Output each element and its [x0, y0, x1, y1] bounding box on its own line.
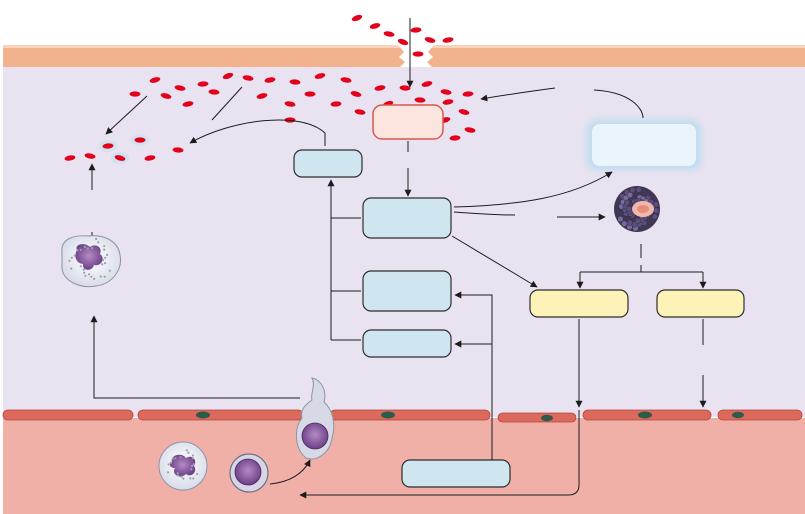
- bacteria-icon: [144, 155, 156, 161]
- box-blood-flow: [401, 459, 511, 488]
- bacteria-icon: [442, 37, 454, 43]
- box-systemic-effect: [587, 120, 701, 170]
- bacteria-icon: [284, 101, 296, 107]
- neutrophil-icon: [158, 441, 208, 491]
- bacteria-icon: [134, 137, 146, 143]
- bacteria-icon: [442, 99, 454, 105]
- bacteria-icon: [464, 127, 476, 133]
- bacteria-icon: [449, 135, 461, 141]
- mast-cell-icon: [614, 186, 660, 232]
- bacteria-icon: [208, 89, 220, 95]
- box-mediator-release: [362, 197, 452, 239]
- bacteria-icon: [412, 51, 424, 57]
- box-permeability: [656, 289, 745, 318]
- bacteria-icon: [264, 77, 276, 83]
- bacteria-icon: [314, 73, 326, 79]
- bacteria-icon: [351, 14, 363, 22]
- bacteria-icon: [414, 97, 426, 103]
- endothelial-cell-icon: [717, 409, 803, 421]
- bacteria-icon: [64, 155, 76, 161]
- box-complement: [293, 149, 363, 178]
- bacteria-icon: [242, 75, 254, 81]
- bacteria-icon: [340, 77, 352, 83]
- bacteria-icon: [383, 31, 395, 37]
- bacteria-icon: [129, 91, 141, 97]
- bacteria-icon: [330, 101, 342, 107]
- endothelial-cell-icon: [497, 412, 577, 423]
- macrophage-icon: [296, 377, 335, 460]
- arrow-blood-flow-to-chemotaxis: [454, 291, 493, 460]
- arrow-systemic-return: [593, 89, 644, 119]
- bacteria-icon: [289, 79, 301, 85]
- endothelial-cell-icon: [2, 409, 134, 421]
- neutrophil-icon: [61, 235, 121, 288]
- arrow-bacteria-to-cluster: [105, 95, 148, 135]
- bacteria-icon: [102, 143, 114, 149]
- bacteria-icon: [84, 153, 96, 159]
- bacteria-icon: [354, 109, 366, 115]
- bacteria-icon: [369, 23, 381, 29]
- bacteria-icon: [462, 91, 474, 97]
- arrow-to-systemic: [453, 171, 613, 208]
- bacteria-icon: [374, 85, 386, 91]
- box-pathogen-recognition: [372, 104, 444, 140]
- bacteria-icon: [114, 155, 126, 161]
- endothelium-layer: [2, 409, 803, 423]
- bacteria-icon: [421, 81, 433, 87]
- bacteria-icon: [304, 91, 316, 97]
- bacteria-icon: [172, 147, 184, 153]
- bacteria-icon: [174, 85, 186, 91]
- box-vasodilation: [529, 289, 629, 318]
- bacteria-icon: [410, 27, 422, 33]
- bacteria-icon: [197, 81, 209, 87]
- box-chemotaxis: [362, 270, 452, 312]
- arrow-monocyte-to-tissue: [269, 459, 311, 485]
- bacteria-icon: [149, 77, 161, 83]
- bacteria-icon: [350, 91, 362, 97]
- bacteria-icon: [424, 37, 436, 43]
- endothelial-cell-icon: [137, 409, 304, 421]
- endothelial-cell-icon: [329, 409, 491, 421]
- bacteria-icon: [182, 101, 194, 107]
- arrow-complement-to-bacteria: [189, 119, 326, 146]
- bacteria-icon: [458, 109, 470, 115]
- bacteria-icon: [256, 93, 268, 99]
- box-adhesion: [362, 329, 452, 358]
- monocyte-icon: [229, 453, 269, 493]
- bacteria-icon: [160, 93, 172, 99]
- bacteria-icon: [222, 72, 234, 80]
- arrow-migration: [90, 315, 300, 399]
- arrows: [88, 18, 707, 499]
- arrow-to-mast-cell: [453, 211, 516, 216]
- bacteria-icon: [397, 38, 409, 46]
- arrow-to-vasodilation: [451, 235, 538, 288]
- bacteria-icon: [440, 89, 452, 95]
